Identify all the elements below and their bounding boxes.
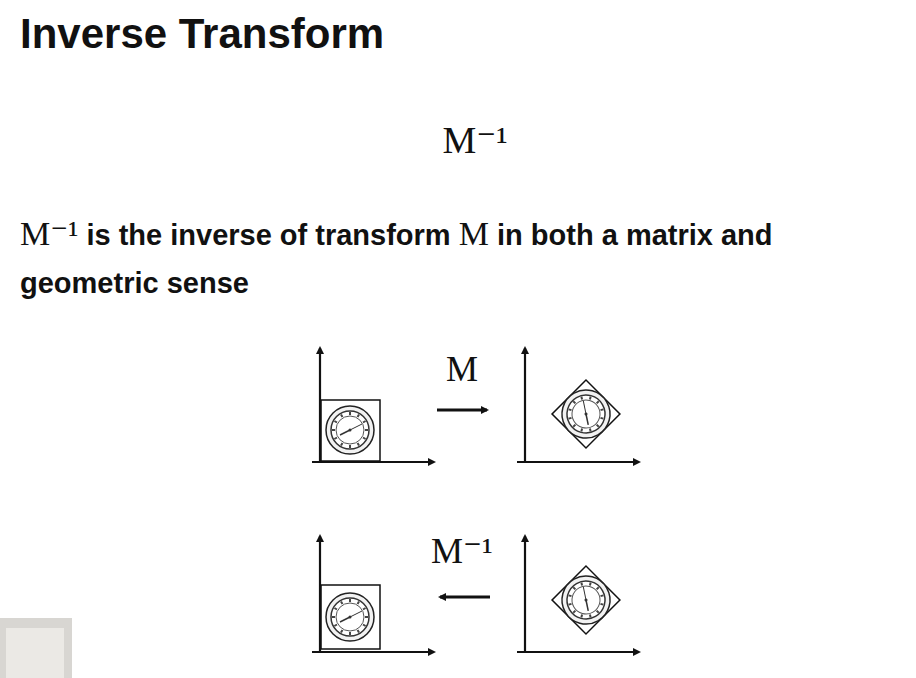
description-text: M⁻¹ is the inverse of transform M in bot… [20, 210, 900, 307]
body-text: is the inverse of transform [86, 219, 450, 251]
math-symbol: M [459, 215, 489, 252]
transform-label: M [446, 348, 478, 390]
slide-title: Inverse Transform [20, 10, 384, 58]
math-symbol: M⁻¹ [20, 215, 78, 252]
math-symbol: M⁻¹ [442, 118, 507, 162]
inverse-transform-label: M⁻¹ [431, 530, 493, 572]
